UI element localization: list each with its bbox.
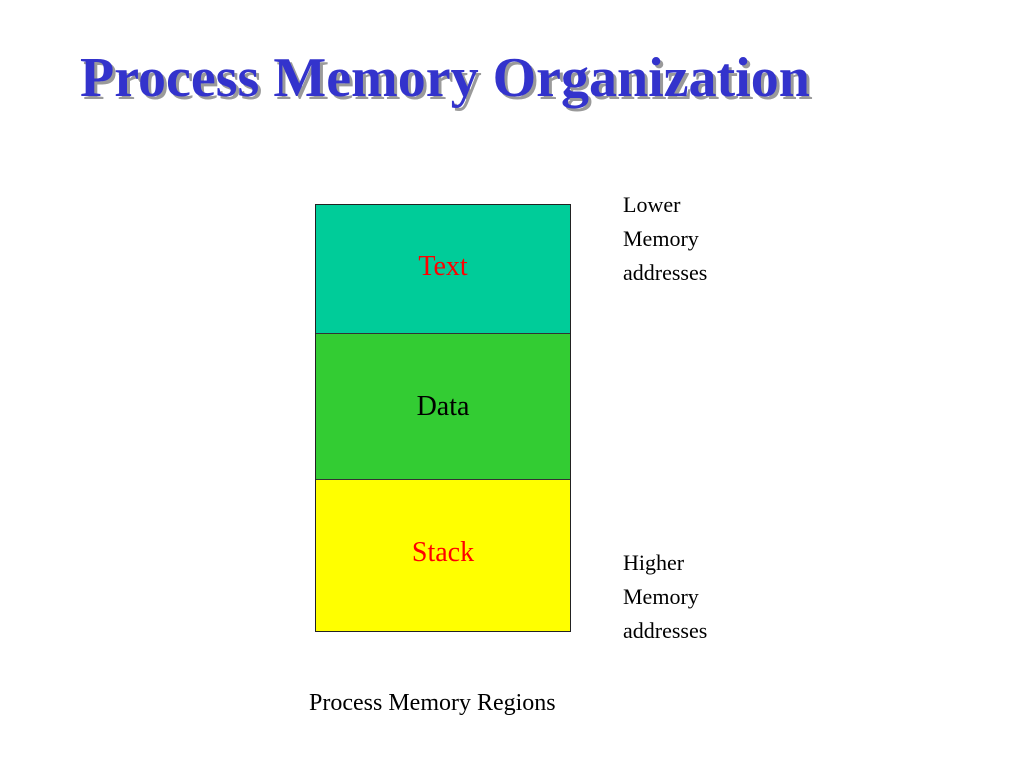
higher-address-note: Higher Memory addresses <box>623 546 783 648</box>
data-segment: Data <box>316 333 570 479</box>
higher-note-line: Higher <box>623 550 685 575</box>
lower-address-note: Lower Memory addresses <box>623 188 783 290</box>
stack-segment: Stack <box>316 479 570 631</box>
higher-note-line: addresses <box>623 618 708 643</box>
memory-layout-diagram: Text Data Stack <box>315 204 571 632</box>
lower-note-line: Memory <box>623 226 699 251</box>
slide-title: Process Memory Organization <box>80 47 810 109</box>
text-segment-label: Text <box>418 251 468 282</box>
lower-note-line: addresses <box>623 260 708 285</box>
text-segment: Text <box>316 205 570 333</box>
diagram-caption: Process Memory Regions <box>309 690 556 716</box>
stack-segment-label: Stack <box>411 537 475 568</box>
data-segment-label: Data <box>416 391 470 422</box>
lower-note-line: Lower <box>623 192 681 217</box>
higher-note-line: Memory <box>623 584 699 609</box>
